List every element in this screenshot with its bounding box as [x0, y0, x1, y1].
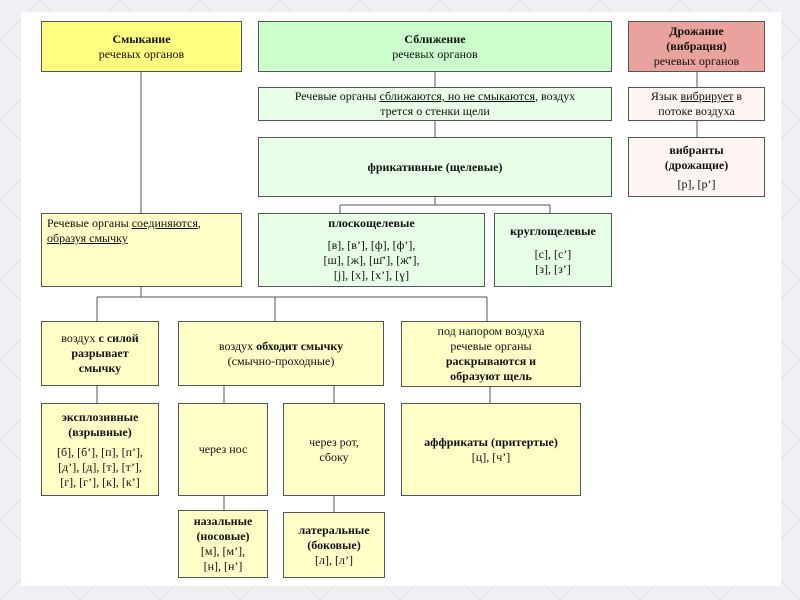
- bypass-line-2: (смычно-проходные): [227, 353, 335, 368]
- fricatives-box: фрикативные (щелевые): [258, 137, 612, 197]
- trill-header: Дрожание (вибрация) речевых органов: [628, 21, 765, 72]
- bypass-line-1: воздух обходит смычку: [219, 339, 343, 354]
- bypass-text-a: воздух: [218, 338, 257, 353]
- nasals-box: назальные (носовые) [м], [м’], [н], [н’]: [178, 510, 268, 578]
- closure-desc-line-2: образуя смычку: [47, 231, 128, 245]
- laterals-sounds: [л], [л’]: [315, 552, 353, 567]
- round-slit-sounds-1: [с], [с’]: [534, 246, 572, 261]
- burst-emphasis: с силой: [98, 331, 139, 345]
- pressure-line-3: раскрываются и: [445, 354, 537, 368]
- plosives-title-2: (взрывные): [68, 424, 132, 439]
- affricates-title: аффрикаты (притертые): [424, 434, 558, 449]
- burst-line-3: смычку: [78, 361, 122, 375]
- approximation-header: Сближение речевых органов: [258, 21, 612, 72]
- closure-title: Смыкание: [112, 31, 171, 46]
- through-mouth-box: через рот, сбоку: [283, 403, 385, 496]
- approx-desc-line-2: трется о стенки щели: [380, 104, 490, 118]
- trill-desc-text-a: Язык: [650, 89, 681, 103]
- burst-line-1: воздух с силой: [61, 331, 138, 346]
- approx-desc-text-b: , воздух: [535, 89, 576, 103]
- through-nose-box: через нос: [178, 403, 268, 496]
- flat-slit-title: плоскощелевые: [328, 216, 415, 230]
- nasals-sounds-1: [м], [м’],: [200, 544, 246, 558]
- flat-slit-box: плоскощелевые [в], [в’], [ф], [ф’], [ш],…: [258, 213, 485, 287]
- approximation-title: Сближение: [404, 31, 466, 46]
- approx-desc-line-1: Речевые органы сближаются, но не смыкают…: [295, 89, 575, 104]
- affricates-sounds: [ц], [ч’]: [471, 449, 511, 464]
- closure-desc-emphasis: соединяются: [131, 216, 198, 230]
- closure-desc-text-a: Речевые органы: [47, 216, 132, 230]
- plosives-title-1: эксплозивные: [61, 409, 139, 424]
- round-slit-title: круглощелевые: [510, 223, 596, 238]
- flat-slit-sounds-1: [в], [в’], [ф], [ф’],: [327, 238, 416, 252]
- approx-desc-emphasis: сближаются, но не смыкаются: [379, 89, 535, 103]
- plosives-box: эксплозивные (взрывные) [б], [б’], [п], …: [41, 403, 159, 496]
- closure-desc-text-b: ,: [197, 216, 201, 230]
- burst-line-2: разрывает: [71, 346, 129, 360]
- vibrants-title-2: (дрожащие): [664, 157, 729, 172]
- fricatives-label: фрикативные (щелевые): [367, 159, 503, 174]
- approximation-description: Речевые органы сближаются, но не смыкают…: [258, 87, 612, 121]
- flat-slit-sounds-2: [ш], [ж], [ш̄’], [ж̄’],: [323, 253, 420, 267]
- burst-box: воздух с силой разрывает смычку: [41, 321, 159, 386]
- trill-subtitle: речевых органов: [653, 54, 740, 68]
- plosives-sounds-3: [г], [г’], [к], [к’]: [60, 474, 140, 489]
- closure-description: Речевые органы соединяются, образуя смыч…: [41, 213, 242, 287]
- through-nose-label: через нос: [198, 442, 248, 456]
- plosives-sounds-1: [б], [б’], [п], [п’],: [56, 444, 143, 459]
- laterals-box: латеральные (боковые) [л], [л’]: [283, 512, 385, 578]
- trill-desc-emphasis: вибрирует: [680, 89, 734, 103]
- approximation-subtitle: речевых органов: [392, 46, 478, 61]
- vibrants-sounds: [р], [р’]: [677, 176, 716, 191]
- closure-desc-line-1: Речевые органы соединяются,: [47, 216, 201, 231]
- round-slit-sounds-2: [з], [з’]: [535, 261, 571, 276]
- pressure-line-4: образуют щель: [450, 369, 532, 383]
- flat-slit-sounds-3: [j], [х], [х’], [ɣ]: [333, 268, 410, 282]
- vibrants-box: вибранты (дрожащие) [р], [р’]: [628, 137, 765, 197]
- plosives-sounds-2: [д’], [д], [т], [т’],: [58, 459, 142, 474]
- laterals-title-1: латеральные: [298, 522, 370, 537]
- nasals-title-1: назальные: [193, 514, 253, 528]
- approx-desc-text-a: Речевые органы: [294, 89, 380, 103]
- closure-header: Смыкание речевых органов: [41, 21, 242, 72]
- through-mouth-line-1: через рот,: [309, 434, 359, 449]
- through-mouth-line-2: сбоку: [319, 449, 349, 464]
- trill-desc-line-1: Язык вибрирует в: [651, 89, 742, 104]
- nasals-title-2: (носовые): [196, 529, 250, 543]
- trill-desc-text-b: в: [733, 89, 743, 103]
- pressure-line-1: под напором воздуха: [437, 324, 545, 338]
- pressure-line-2: речевые органы: [450, 339, 532, 353]
- vibrants-title-1: вибранты: [669, 142, 724, 157]
- pressure-box: под напором воздуха речевые органы раскр…: [401, 321, 581, 387]
- burst-text-a: воздух: [61, 331, 99, 345]
- nasals-sounds-2: [н], [н’]: [203, 559, 243, 573]
- bypass-box: воздух обходит смычку (смычно-проходные): [178, 321, 384, 386]
- affricates-box: аффрикаты (притертые) [ц], [ч’]: [401, 403, 581, 496]
- round-slit-box: круглощелевые [с], [с’] [з], [з’]: [494, 213, 612, 287]
- laterals-title-2: (боковые): [307, 537, 361, 552]
- closure-subtitle: речевых органов: [98, 46, 185, 61]
- trill-title-1: Дрожание: [669, 24, 724, 38]
- trill-desc-line-2: потоке воздуха: [658, 104, 735, 118]
- bypass-emphasis: обходит смычку: [256, 338, 344, 353]
- trill-title-2: (вибрация): [666, 39, 727, 53]
- trill-description: Язык вибрирует в потоке воздуха: [628, 87, 765, 121]
